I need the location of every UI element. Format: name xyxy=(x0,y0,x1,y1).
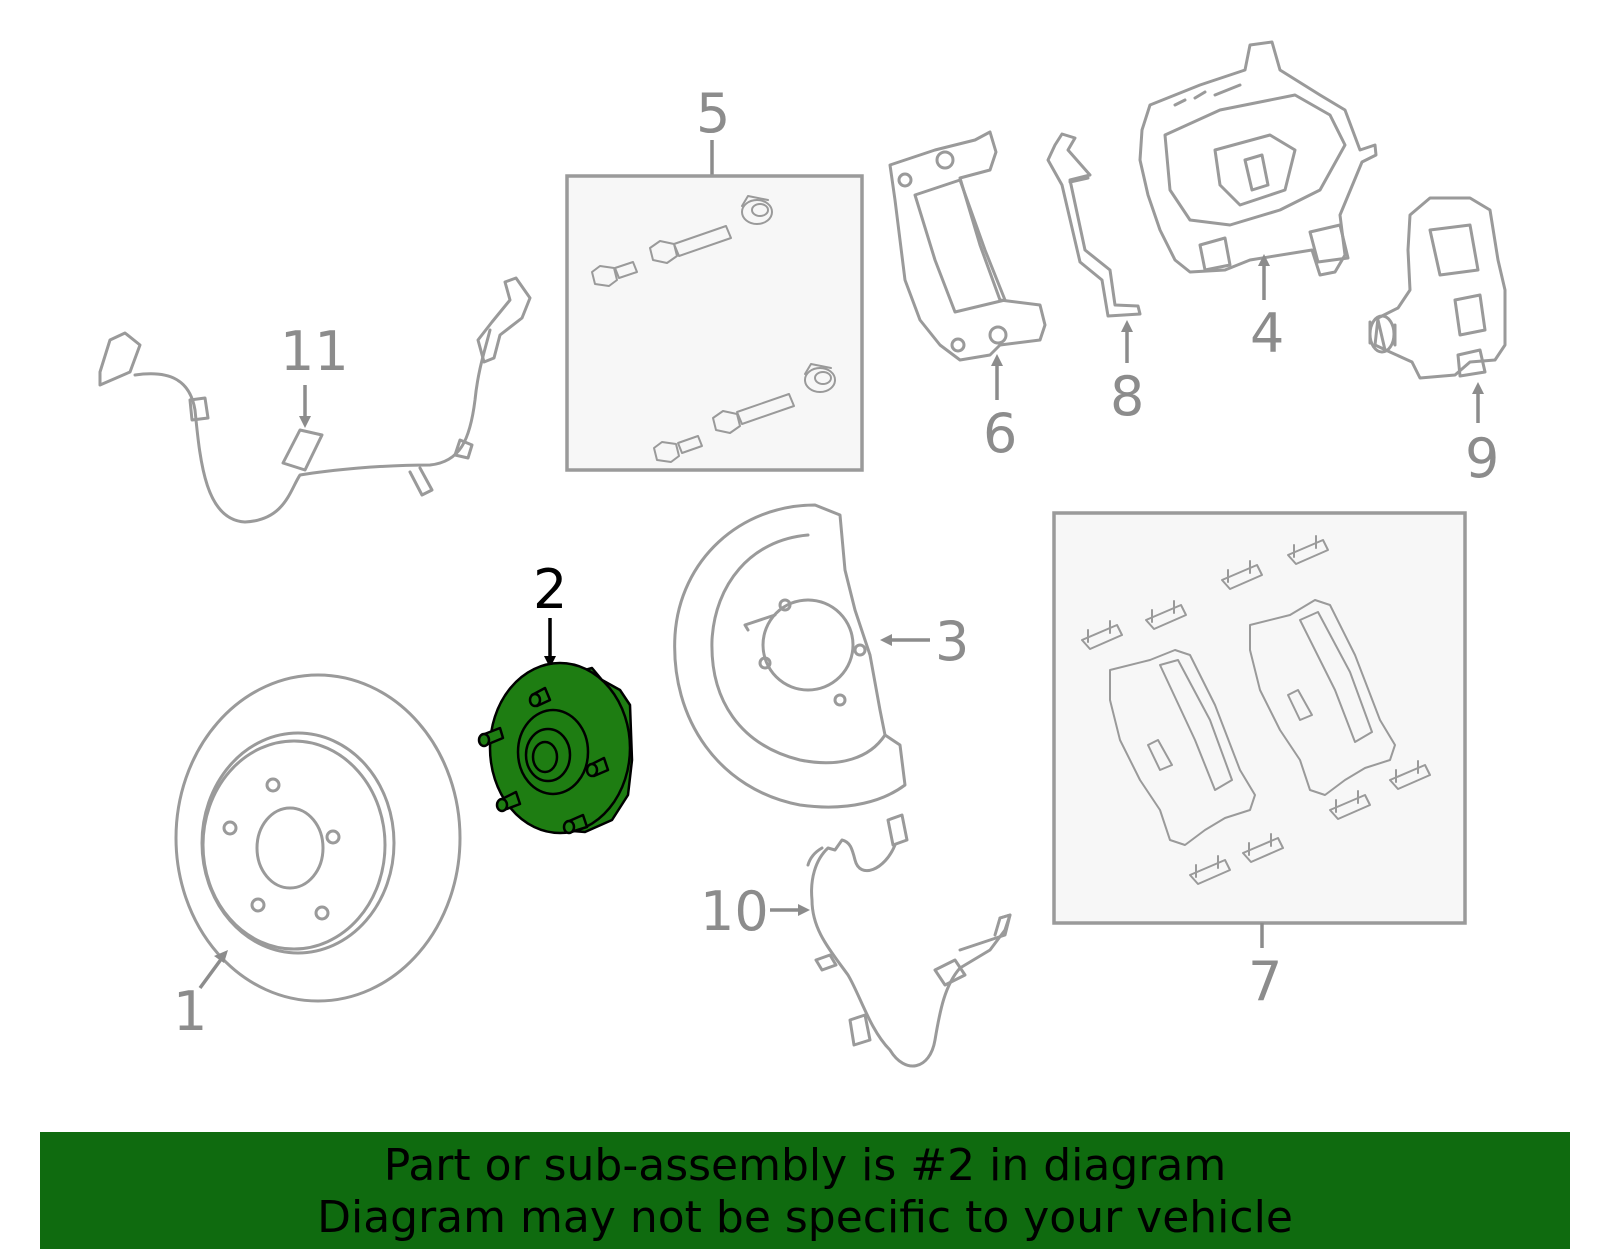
part-7-brake-pads[interactable] xyxy=(1081,535,1431,885)
arrow-6 xyxy=(991,354,1003,366)
part-2-hub-bearing[interactable] xyxy=(477,661,634,835)
callout-7: 7 xyxy=(1248,950,1282,1013)
callout-1: 1 xyxy=(173,980,207,1043)
callout-11: 11 xyxy=(280,320,349,383)
info-banner: Part or sub-assembly is #2 in diagram Di… xyxy=(40,1132,1570,1249)
callout-2: 2 xyxy=(533,558,567,621)
callout-3: 3 xyxy=(935,610,969,673)
callout-5: 5 xyxy=(696,82,730,145)
part-8-anti-rattle-clip[interactable] xyxy=(1046,132,1142,318)
part-1-brake-rotor[interactable] xyxy=(174,673,462,1003)
arrow-2 xyxy=(544,656,556,668)
arrow-10 xyxy=(798,904,810,916)
part-7-box xyxy=(1052,511,1467,925)
callout-4: 4 xyxy=(1250,302,1284,365)
leader-1 xyxy=(198,956,224,990)
callout-9: 9 xyxy=(1465,427,1499,490)
part-11-abs-sensor-harness[interactable] xyxy=(98,276,532,524)
part-4-brake-caliper[interactable] xyxy=(1138,40,1378,277)
part-3-dust-shield[interactable] xyxy=(673,503,907,809)
part-6-caliper-bracket[interactable] xyxy=(888,130,1047,362)
part-10-abs-sensor[interactable] xyxy=(806,813,1012,1068)
arrow-9 xyxy=(1472,382,1484,394)
arrow-1 xyxy=(214,950,228,963)
banner-line-1: Part or sub-assembly is #2 in diagram xyxy=(383,1140,1227,1191)
arrow-11 xyxy=(299,416,311,428)
part-9-parking-brake-motor[interactable] xyxy=(1368,196,1507,380)
part-5-bolt-kit[interactable] xyxy=(591,195,836,463)
callout-10: 10 xyxy=(700,880,769,943)
arrow-3 xyxy=(880,634,892,646)
banner-line-2: Diagram may not be specific to your vehi… xyxy=(317,1192,1293,1243)
callout-6: 6 xyxy=(983,402,1017,465)
arrow-8 xyxy=(1121,320,1133,332)
callout-8: 8 xyxy=(1110,365,1144,428)
arrow-4 xyxy=(1258,254,1270,266)
